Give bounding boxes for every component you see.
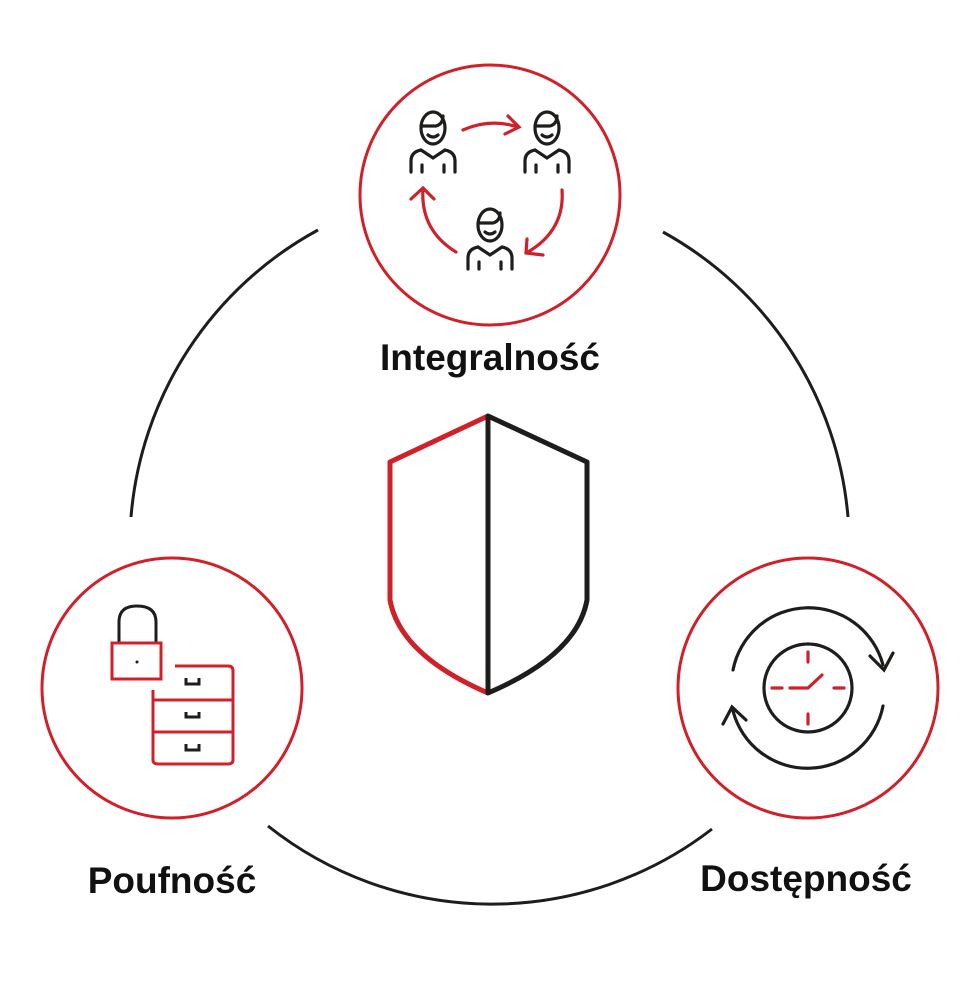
confidentiality-node	[40, 556, 304, 820]
shield-icon	[387, 413, 590, 696]
clock-sync-icon	[721, 606, 895, 770]
integrity-node	[358, 63, 622, 327]
label-integrity: Integralność	[380, 337, 600, 378]
label-confidentiality: Poufność	[87, 860, 257, 901]
label-availability: Dostępność	[700, 858, 912, 899]
availability-node	[676, 556, 940, 820]
arc-top-left	[129, 228, 319, 518]
arc-bottom	[267, 824, 713, 906]
people-cycle-icon	[409, 110, 571, 271]
connector-arcs	[129, 228, 850, 906]
arc-top-right	[662, 230, 850, 518]
lock-cabinet-icon	[110, 604, 235, 766]
